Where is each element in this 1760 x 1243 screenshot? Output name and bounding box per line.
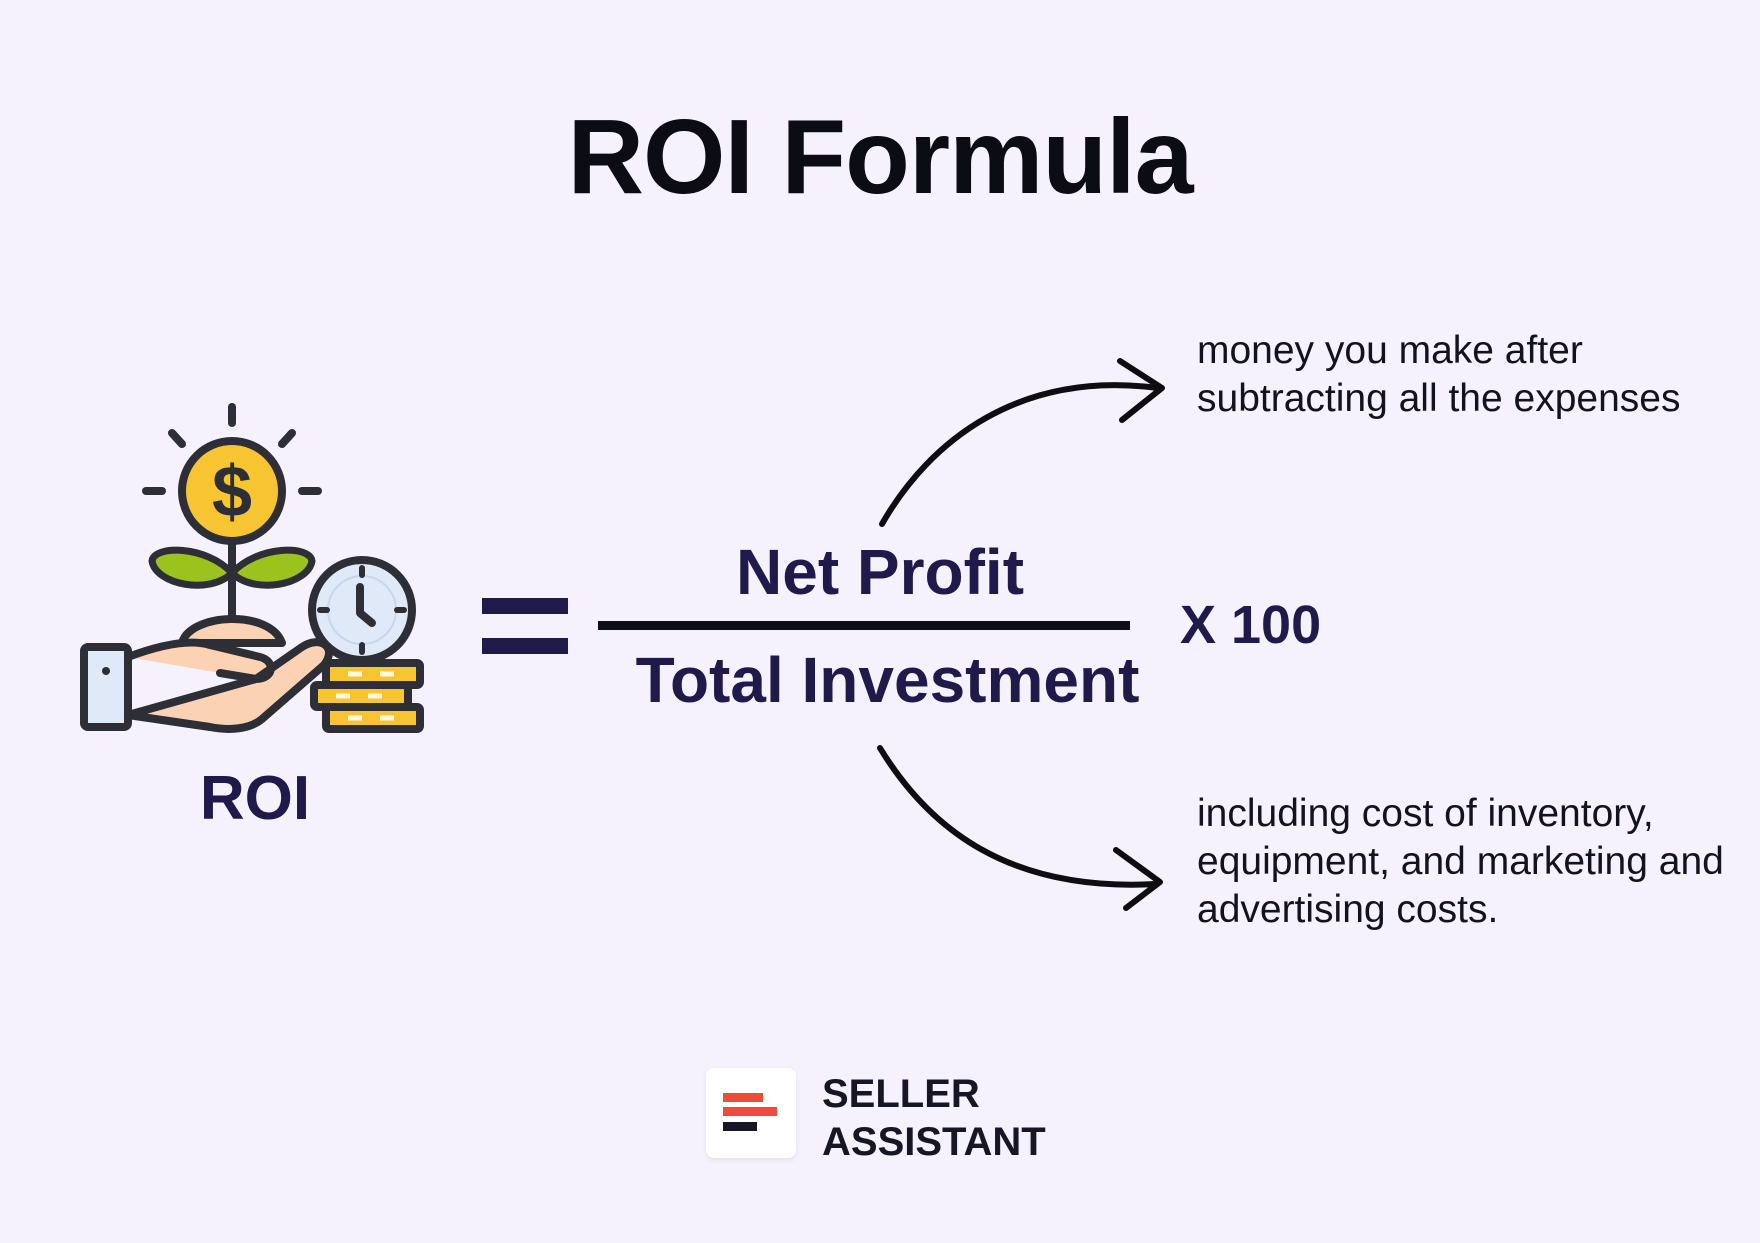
- coin-stack-icon: [310, 659, 424, 733]
- sleeve-icon: [80, 643, 132, 731]
- roi-label: ROI: [199, 764, 311, 833]
- ray-icon: [278, 429, 296, 448]
- roi-illustration-icon: $: [80, 403, 424, 733]
- logo-bar-red: [723, 1093, 763, 1102]
- net-profit-note: money you make after subtracting all the…: [1197, 329, 1681, 420]
- formula-multiplier: X 100: [1180, 595, 1322, 655]
- logo-bar-red: [723, 1107, 777, 1116]
- formula-numerator: Net Profit: [736, 536, 1024, 608]
- logo-bar-dark: [723, 1122, 757, 1131]
- arrowhead-up-icon: [1117, 358, 1165, 423]
- arrowhead-down-icon: [1113, 847, 1163, 911]
- dollar-coin-icon: $: [178, 437, 286, 545]
- total-investment-note: including cost of inventory, equipment, …: [1197, 792, 1724, 931]
- fraction-bar: [598, 621, 1130, 630]
- brand-logo: [706, 1068, 796, 1158]
- ray-icon: [168, 429, 186, 448]
- svg-text:$: $: [212, 452, 252, 532]
- arrow-up-icon: [879, 382, 1161, 527]
- brand-name: SELLER ASSISTANT: [822, 1070, 1046, 1166]
- formula-denominator: Total Investment: [635, 644, 1140, 716]
- brand-line-2: ASSISTANT: [822, 1120, 1046, 1164]
- leaf-icon: [148, 546, 236, 589]
- hand-icon: [124, 638, 333, 733]
- arrow-down-icon: [877, 745, 1159, 888]
- page-title: ROI Formula: [567, 98, 1193, 216]
- leaf-icon: [228, 546, 316, 589]
- brand-line-1: SELLER: [822, 1072, 980, 1116]
- equals-sign: [482, 598, 568, 658]
